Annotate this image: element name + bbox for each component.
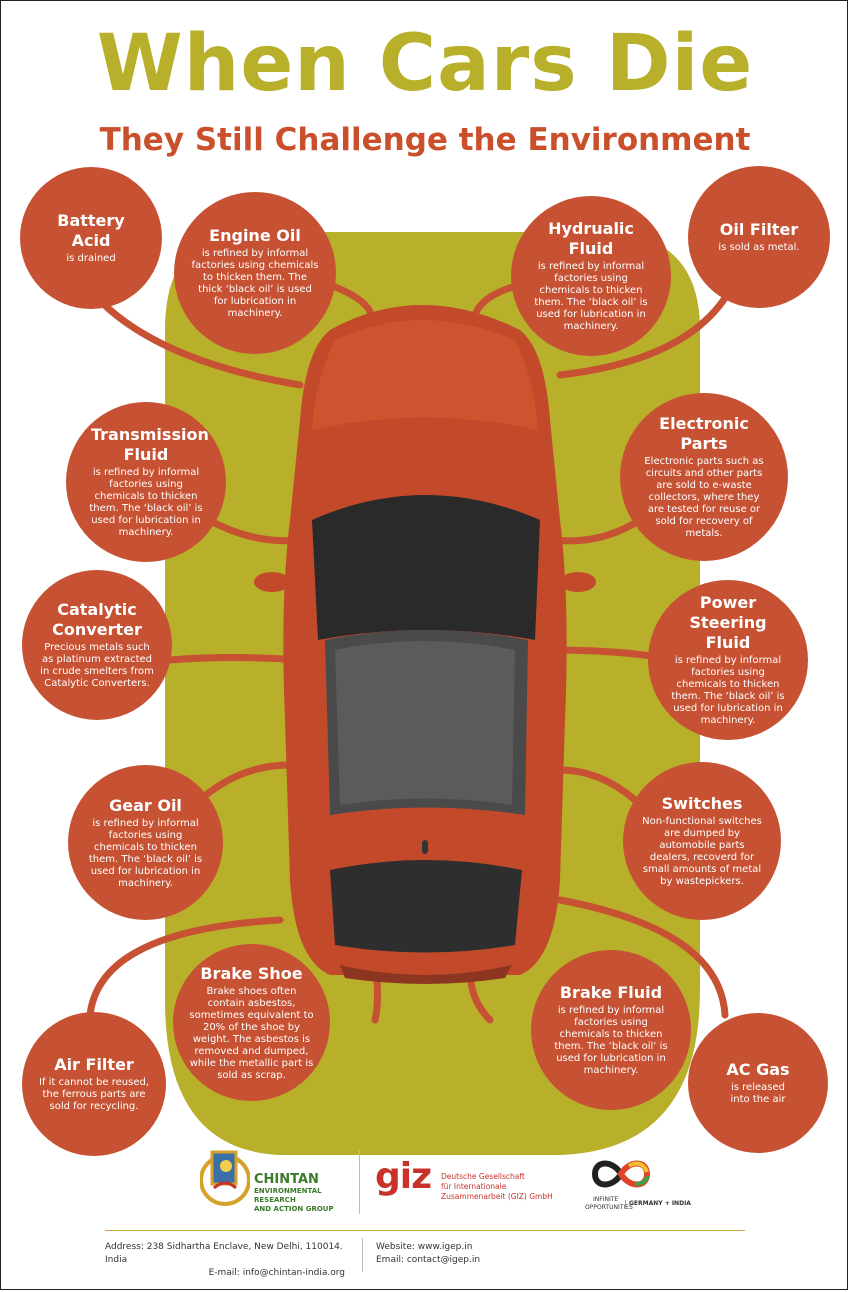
footer-divider-bottom <box>362 1238 363 1272</box>
part-title: Oil Filter <box>719 220 799 239</box>
part-ac-gas: AC Gas is released into the air <box>688 1013 828 1153</box>
part-title: Brake Shoe <box>200 963 303 983</box>
part-brake-fluid: Brake Fluid is refined by informal facto… <box>531 950 691 1110</box>
part-description: is refined by informal factories using c… <box>554 1005 668 1076</box>
chintan-name: CHINTAN <box>254 1172 319 1187</box>
infinity-logo-icon <box>591 1160 651 1188</box>
part-description: is refined by informal factories using c… <box>191 248 319 319</box>
part-description: Non-functional switches are dumped by au… <box>642 816 762 887</box>
footer-website[interactable]: Website: www.igep.in <box>376 1242 473 1252</box>
chintan-subtitle-2: AND ACTION GROUP <box>254 1205 334 1213</box>
part-description: is released into the air <box>730 1082 786 1105</box>
part-description: If it cannot be reused, the ferrous part… <box>39 1077 149 1112</box>
giz-line-3: Zusammenarbeit (GIZ) GmbH <box>441 1192 553 1201</box>
part-title: Hydrualic Fluid <box>548 219 634 258</box>
part-description: is sold as metal. <box>718 242 800 253</box>
part-title: Electronic Parts <box>659 414 749 453</box>
part-brake-shoe: Brake Shoe Brake shoes often contain asb… <box>173 944 330 1101</box>
part-battery-acid: Battery Acid is drained <box>20 167 162 309</box>
car-illustration <box>254 305 596 984</box>
part-description: is refined by informal factories using c… <box>88 817 203 889</box>
part-switches: Switches Non-functional switches are dum… <box>623 762 781 920</box>
part-engine-oil: Engine Oil is refined by informal factor… <box>174 192 336 354</box>
igep-line-2: OPPORTUNITIES <box>585 1204 633 1211</box>
footer-email-chintan[interactable]: E-mail: info@chintan-india.org <box>208 1268 345 1278</box>
footer-contact-block: Website: www.igep.in Email: contact@igep… <box>376 1241 576 1267</box>
part-description: Precious metals such as platinum extract… <box>40 642 154 689</box>
part-catalytic-converter: Catalytic Converter Precious metals such… <box>22 570 172 720</box>
footer-divider <box>359 1150 360 1214</box>
part-description: Electronic parts such as circuits and ot… <box>644 456 764 539</box>
footer-address-block: Address: 238 Sidhartha Enclave, New Delh… <box>105 1241 345 1280</box>
giz-line-2: für Internationale <box>441 1182 507 1191</box>
part-power-steering-fluid: Power Steering Fluid is refined by infor… <box>648 580 808 740</box>
part-title: Brake Fluid <box>559 983 663 1002</box>
part-title: Gear Oil <box>109 795 182 815</box>
page-title: When Cars Die <box>96 19 754 109</box>
part-hydraulic-fluid: Hydrualic Fluid is refined by informal f… <box>511 196 671 356</box>
chintan-subtitle-1: ENVIRONMENTAL RESEARCH <box>254 1187 322 1204</box>
igep-line-1: INFINITE <box>593 1196 619 1203</box>
giz-line-1: Deutsche Gesellschaft <box>441 1172 525 1181</box>
part-electronic-parts: Electronic Parts Electronic parts such a… <box>620 393 788 561</box>
part-gear-oil: Gear Oil is refined by informal factorie… <box>68 765 223 920</box>
part-title: Air Filter <box>54 1055 134 1074</box>
part-title: Engine Oil <box>209 226 301 245</box>
part-description: is refined by informal factories using c… <box>671 655 785 726</box>
chintan-logo: CHINTAN ENVIRONMENTAL RESEARCH AND ACTIO… <box>200 1148 350 1213</box>
part-transmission-fluid: Transmission Fluid is refined by informa… <box>66 402 226 562</box>
part-description: is refined by informal factories using c… <box>534 261 648 332</box>
part-oil-filter: Oil Filter is sold as metal. <box>688 166 830 308</box>
part-title: Transmission Fluid <box>91 425 209 464</box>
part-description: is refined by informal factories using c… <box>89 467 203 538</box>
part-title: Battery Acid <box>57 211 125 250</box>
igep-line-3: GERMANY + INDIA <box>625 1200 691 1207</box>
igep-logo: INFINITE OPPORTUNITIES GERMANY + INDIA <box>585 1158 695 1218</box>
page-subtitle: They Still Challenge the Environment <box>99 122 751 158</box>
footer-address: Address: 238 Sidhartha Enclave, New Delh… <box>105 1242 343 1265</box>
part-title: Switches <box>661 794 743 813</box>
part-title: Catalytic Converter <box>52 600 142 639</box>
footer-rule <box>105 1230 745 1231</box>
part-title: AC Gas <box>726 1060 790 1079</box>
giz-logo: giz Deutsche Gesellschaft für Internatio… <box>375 1156 575 1210</box>
footer-email-igep[interactable]: Email: contact@igep.in <box>376 1255 481 1265</box>
giz-wordmark: giz <box>375 1156 432 1197</box>
part-description: Brake shoes often contain asbestos, some… <box>189 985 314 1081</box>
part-air-filter: Air Filter If it cannot be reused, the f… <box>22 1012 166 1156</box>
part-description: is drained <box>66 253 116 264</box>
chintan-emblem-icon <box>200 1150 250 1206</box>
part-title: Power Steering Fluid <box>689 593 767 652</box>
